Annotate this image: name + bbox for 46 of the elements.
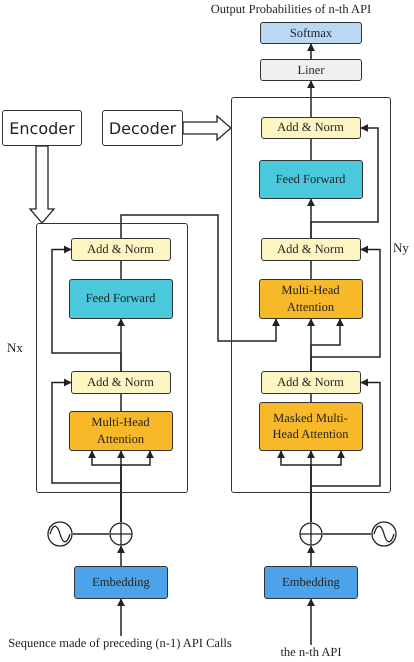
arrow [117, 598, 125, 636]
linear-box: Liner [260, 59, 362, 81]
arrow [307, 545, 315, 566]
adder-circle [299, 522, 323, 546]
adder-circle [109, 522, 133, 546]
arrow [117, 545, 125, 566]
connector-line [310, 394, 312, 402]
connector-line [120, 261, 122, 279]
hollow-arrow [182, 114, 232, 142]
arrow [307, 80, 315, 117]
hollow-arrow [28, 145, 56, 224]
add-norm-box: Add & Norm [260, 116, 360, 138]
input-label: Sequence made of preceding (n-1) API Calls [2, 636, 238, 662]
arrow [307, 43, 315, 59]
box-text: Softmax [290, 24, 332, 42]
arrow [120, 450, 154, 522]
arrow [310, 124, 379, 238]
add-norm-box: Add & Norm [260, 238, 360, 260]
feed-forward-box: Feed Forward [68, 278, 172, 318]
add-norm-box: Add & Norm [260, 370, 360, 394]
add-norm-box: Add & Norm [70, 238, 170, 260]
connector-line [323, 533, 371, 535]
connector-line [120, 394, 122, 411]
feed-forward-box: Feed Forward [258, 160, 362, 198]
repeat-count-label: Ny [393, 240, 409, 256]
embedding-box: Embedding [264, 566, 358, 599]
positional-encoding-circle [371, 521, 397, 547]
connector-line [73, 533, 109, 535]
arrow [310, 318, 344, 371]
embedding-box: Embedding [74, 566, 168, 599]
arrow [120, 214, 280, 342]
input-label: the n-th API [250, 645, 372, 661]
masked-attention-box: Masked Multi-Head Attention [258, 402, 362, 450]
connector-line [310, 139, 312, 160]
add-norm-box: Add & Norm [70, 370, 170, 394]
attention-box: Multi-Head Attention [68, 410, 172, 450]
attention-box: Multi-Head Attention [258, 278, 362, 318]
encoder-box: Encoder [2, 110, 82, 146]
repeat-count-label: Nx [7, 340, 23, 356]
repeat-count-label: Output Probabilities of n-th API [210, 1, 372, 18]
connector-line [310, 261, 312, 279]
arrow [51, 246, 122, 371]
arrow [307, 598, 315, 645]
decoder-box: Decoder [102, 110, 183, 146]
positional-encoding-circle [47, 521, 73, 547]
arrow [310, 450, 345, 522]
